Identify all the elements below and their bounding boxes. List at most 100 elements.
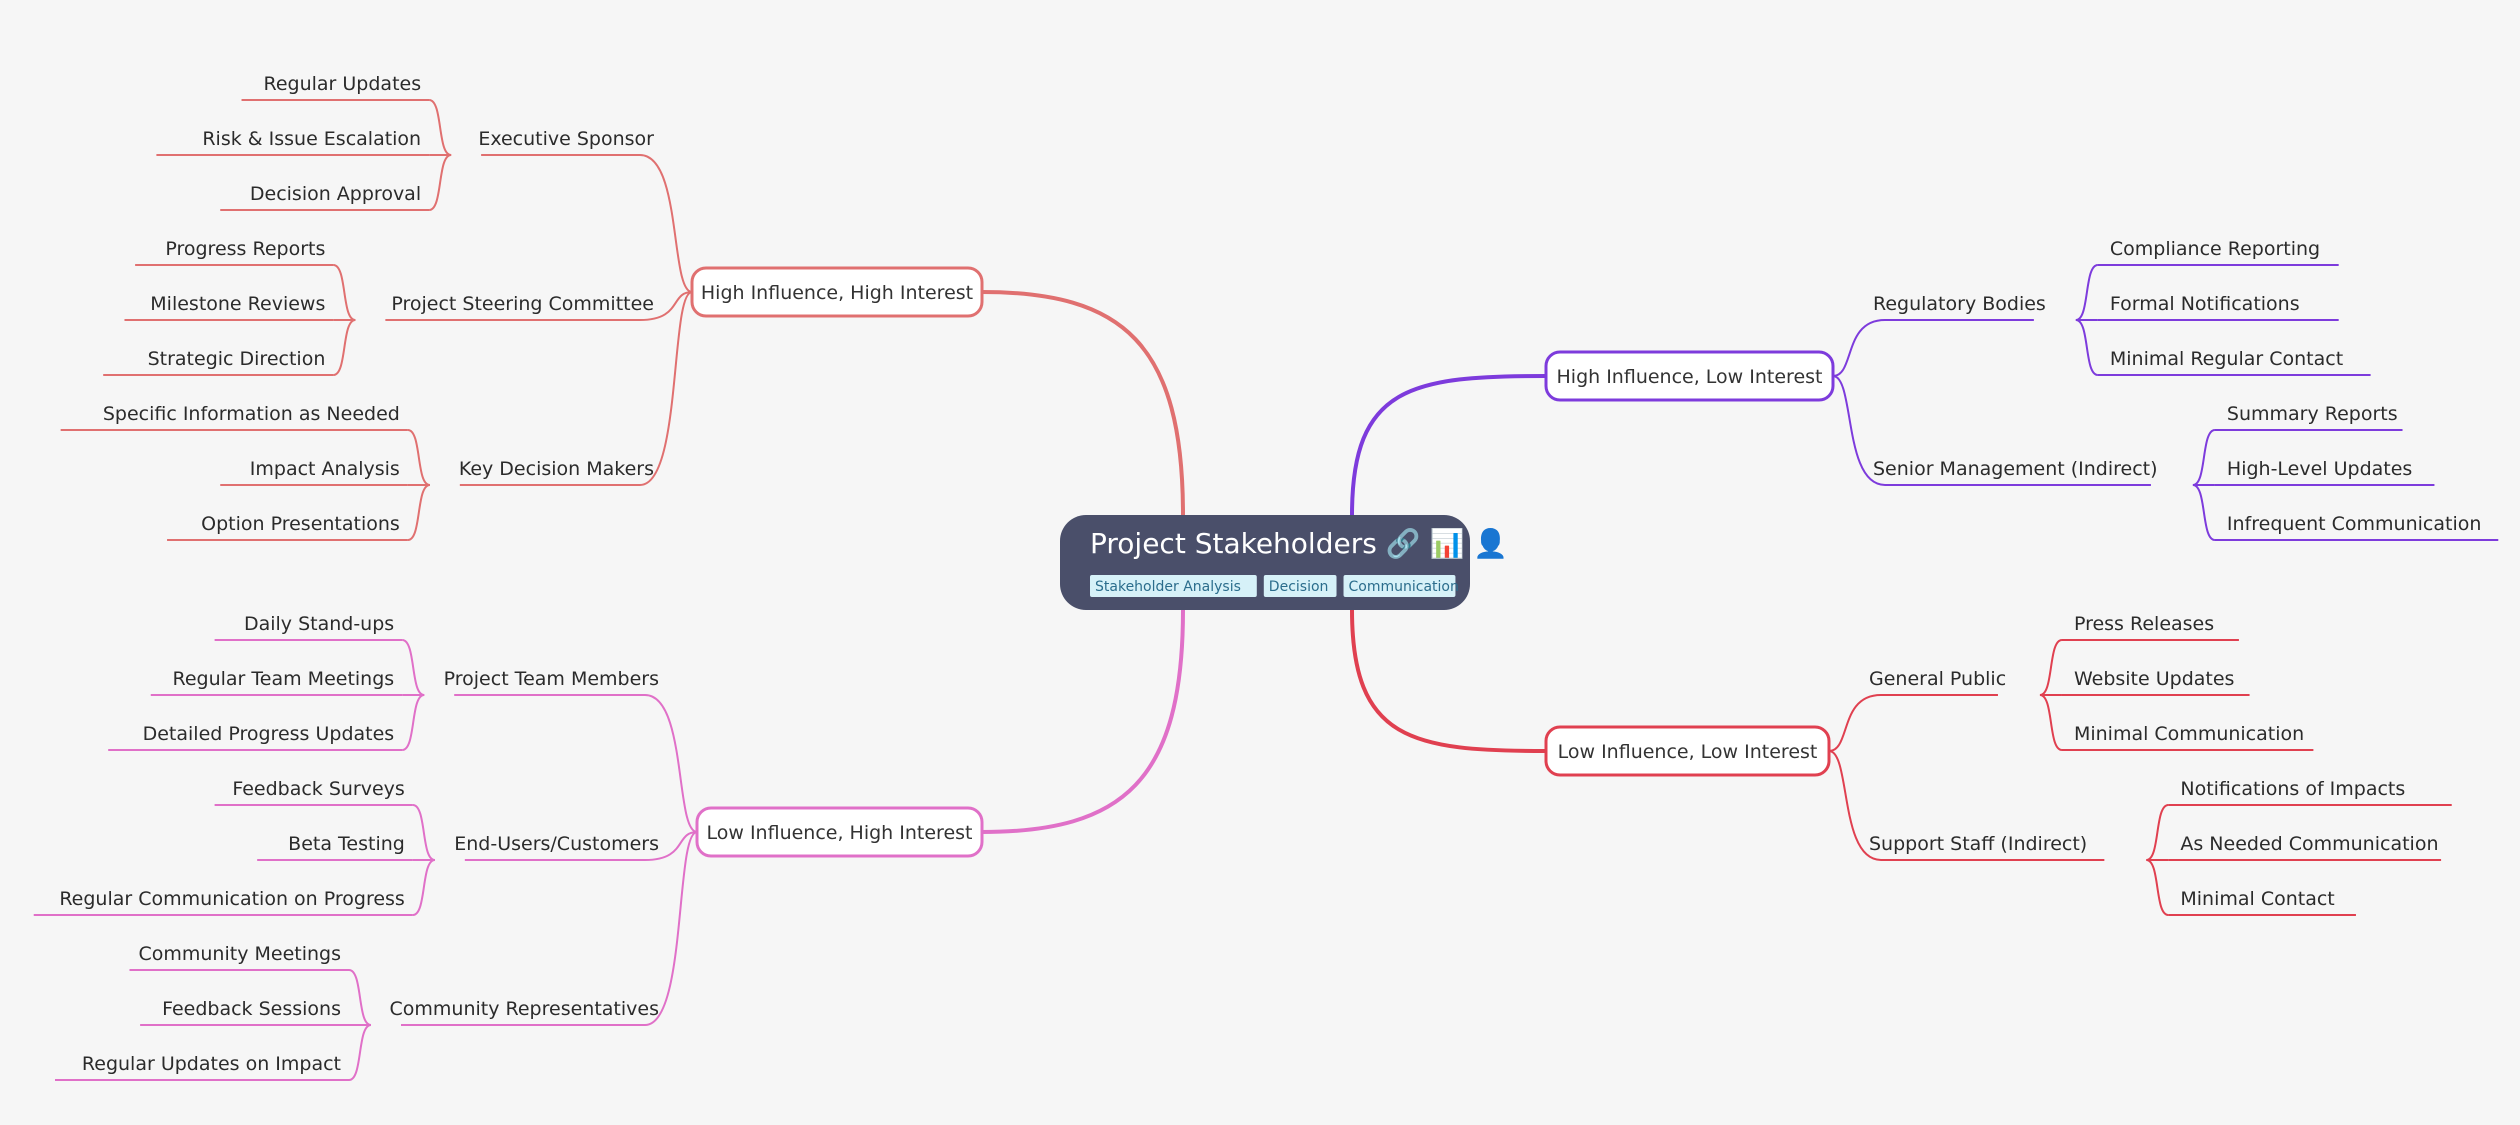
leaf-regular-communication-on-progress[interactable]: Regular Communication on Progress bbox=[59, 888, 405, 910]
leaf-minimal-contact[interactable]: Minimal Contact bbox=[2180, 888, 2334, 910]
leaf-label: Detailed Progress Updates bbox=[143, 723, 395, 745]
leaf-regular-team-meetings[interactable]: Regular Team Meetings bbox=[173, 668, 395, 690]
tag-label: Decision bbox=[1269, 579, 1329, 595]
leaf-connector bbox=[412, 859, 436, 916]
tag-communication[interactable]: Communication bbox=[1343, 575, 1459, 597]
leaf-high-level-updates[interactable]: High-Level Updates bbox=[2227, 458, 2412, 480]
subtopic-label: Key Decision Makers bbox=[459, 458, 654, 480]
tag-stakeholder-analysis[interactable]: Stakeholder Analysis bbox=[1090, 575, 1257, 597]
leaf-feedback-surveys[interactable]: Feedback Surveys bbox=[232, 778, 405, 800]
leaf-milestone-reviews[interactable]: Milestone Reviews bbox=[150, 293, 325, 315]
leaf-label: Specific Information as Needed bbox=[103, 403, 400, 425]
leaf-label: Feedback Surveys bbox=[232, 778, 405, 800]
leaf-label: Infrequent Communication bbox=[2227, 513, 2482, 535]
leaf-label: Progress Reports bbox=[165, 238, 325, 260]
leaf-website-updates[interactable]: Website Updates bbox=[2074, 668, 2235, 690]
subtopic-connector bbox=[1828, 694, 1882, 752]
leaf-label: Regular Updates bbox=[263, 73, 421, 95]
subtopic-connector bbox=[644, 694, 698, 833]
main-topic-box bbox=[1544, 725, 1831, 777]
leaf-label: Beta Testing bbox=[288, 833, 405, 855]
subtopic-support-staff-indirect[interactable]: Support Staff (Indirect) bbox=[1869, 833, 2087, 855]
subtopic-community-representatives[interactable]: Community Representatives bbox=[390, 998, 659, 1020]
tag-background bbox=[1263, 575, 1337, 597]
leaf-press-releases[interactable]: Press Releases bbox=[2074, 613, 2214, 635]
leaf-connector bbox=[348, 969, 372, 1026]
tag-decision[interactable]: Decision bbox=[1263, 575, 1337, 597]
leaf-label: Press Releases bbox=[2074, 613, 2214, 635]
leaf-connector bbox=[2039, 639, 2063, 696]
main-connector bbox=[1350, 374, 1547, 516]
leaf-label: Feedback Sessions bbox=[162, 998, 341, 1020]
leaf-community-meetings[interactable]: Community Meetings bbox=[138, 943, 341, 965]
leaf-compliance-reporting[interactable]: Compliance Reporting bbox=[2110, 238, 2320, 260]
leaf-detailed-progress-updates[interactable]: Detailed Progress Updates bbox=[143, 723, 395, 745]
leaf-label: Community Meetings bbox=[138, 943, 341, 965]
branch-high-influence-low-interest: High Influence, Low Interest Regulatory B… bbox=[1544, 238, 2482, 535]
leaf-connector bbox=[407, 429, 431, 486]
main-topic-box bbox=[695, 806, 984, 858]
leaf-connector bbox=[2146, 859, 2169, 916]
subtopic-project-steering-committee[interactable]: Project Steering Committee bbox=[391, 293, 654, 315]
leaf-summary-reports[interactable]: Summary Reports bbox=[2227, 403, 2398, 425]
leaf-decision-approval[interactable]: Decision Approval bbox=[250, 183, 421, 205]
leaf-strategic-direction[interactable]: Strategic Direction bbox=[148, 348, 326, 370]
tag-background bbox=[1090, 575, 1257, 597]
tag-list: Stakeholder Analysis Decision Communicatio… bbox=[1090, 575, 1459, 597]
main-connector bbox=[981, 290, 1185, 516]
leaf-option-presentations[interactable]: Option Presentations bbox=[201, 513, 400, 535]
leaf-connector bbox=[2192, 484, 2216, 541]
leaf-regular-updates[interactable]: Regular Updates bbox=[263, 73, 421, 95]
subtopic-executive-sponsor[interactable]: Executive Sponsor bbox=[478, 128, 654, 150]
subtopic-connector bbox=[639, 291, 693, 321]
leaf-label: High-Level Updates bbox=[2227, 458, 2412, 480]
leaf-label: Minimal Contact bbox=[2180, 888, 2334, 910]
subtopic-key-decision-makers[interactable]: Key Decision Makers bbox=[459, 458, 654, 480]
leaf-beta-testing[interactable]: Beta Testing bbox=[288, 833, 405, 855]
main-connector bbox=[981, 609, 1185, 834]
subtopic-project-team-members[interactable]: Project Team Members bbox=[444, 668, 659, 690]
leaf-label: Daily Stand-ups bbox=[244, 613, 394, 635]
leaf-feedback-sessions[interactable]: Feedback Sessions bbox=[162, 998, 341, 1020]
branch-low-influence-low-interest: Low Influence, Low Interest General Publi… bbox=[1544, 613, 2439, 910]
leaf-connector bbox=[348, 1024, 372, 1081]
subtopic-end-users-customers[interactable]: End-Users/Customers bbox=[454, 833, 659, 855]
main-topic-low-influence-high-interest[interactable]: Low Influence, High Interest bbox=[695, 806, 984, 858]
leaf-infrequent-communication[interactable]: Infrequent Communication bbox=[2227, 513, 2482, 535]
leaf-minimal-regular-contact[interactable]: Minimal Regular Contact bbox=[2110, 348, 2343, 370]
leaf-specific-information-as-needed[interactable]: Specific Information as Needed bbox=[103, 403, 400, 425]
main-topic-box bbox=[1544, 350, 1835, 402]
subtopic-connector bbox=[644, 831, 698, 861]
leaf-connector bbox=[401, 694, 425, 751]
subtopic-label: Regulatory Bodies bbox=[1873, 293, 2046, 315]
main-topic-high-influence-high-interest[interactable]: High Influence, High Interest bbox=[690, 266, 984, 318]
subtopic-senior-management-indirect[interactable]: Senior Management (Indirect) bbox=[1873, 458, 2158, 480]
leaf-minimal-communication[interactable]: Minimal Communication bbox=[2074, 723, 2304, 745]
leaf-daily-stand-ups[interactable]: Daily Stand-ups bbox=[244, 613, 394, 635]
leaf-label: Formal Notifications bbox=[2110, 293, 2300, 315]
leaf-progress-reports[interactable]: Progress Reports bbox=[165, 238, 325, 260]
central-topic[interactable]: Project Stakeholders 🔗 📊 👤 Stakeholder A… bbox=[1060, 515, 1508, 610]
main-topic-high-influence-low-interest[interactable]: High Influence, Low Interest bbox=[1544, 350, 1835, 402]
leaf-notifications-of-impacts[interactable]: Notifications of Impacts bbox=[2180, 778, 2405, 800]
leaf-connector bbox=[333, 319, 356, 376]
leaf-as-needed-communication[interactable]: As Needed Communication bbox=[2180, 833, 2438, 855]
subtopic-label: General Public bbox=[1869, 668, 2006, 690]
leaf-risk-issue-escalation[interactable]: Risk & Issue Escalation bbox=[202, 128, 421, 150]
leaf-label: Regular Team Meetings bbox=[173, 668, 395, 690]
leaf-label: Website Updates bbox=[2074, 668, 2235, 690]
main-topic-label: High Influence, Low Interest bbox=[1557, 366, 1823, 388]
leaf-impact-analysis[interactable]: Impact Analysis bbox=[250, 458, 400, 480]
main-topic-box bbox=[690, 266, 984, 318]
leaf-label: Summary Reports bbox=[2227, 403, 2398, 425]
leaf-formal-notifications[interactable]: Formal Notifications bbox=[2110, 293, 2300, 315]
branch-low-influence-high-interest: Low Influence, High Interest Project Team… bbox=[59, 613, 984, 1075]
subtopic-general-public[interactable]: General Public bbox=[1869, 668, 2006, 690]
leaf-regular-updates-on-impact[interactable]: Regular Updates on Impact bbox=[82, 1053, 341, 1075]
leaf-connector bbox=[2146, 804, 2169, 861]
branch-high-influence-high-interest: High Influence, High Interest Executive S… bbox=[103, 73, 984, 535]
main-topic-low-influence-low-interest[interactable]: Low Influence, Low Interest bbox=[1544, 725, 1831, 777]
subtopic-regulatory-bodies[interactable]: Regulatory Bodies bbox=[1873, 293, 2046, 315]
leaf-label: Strategic Direction bbox=[148, 348, 326, 370]
